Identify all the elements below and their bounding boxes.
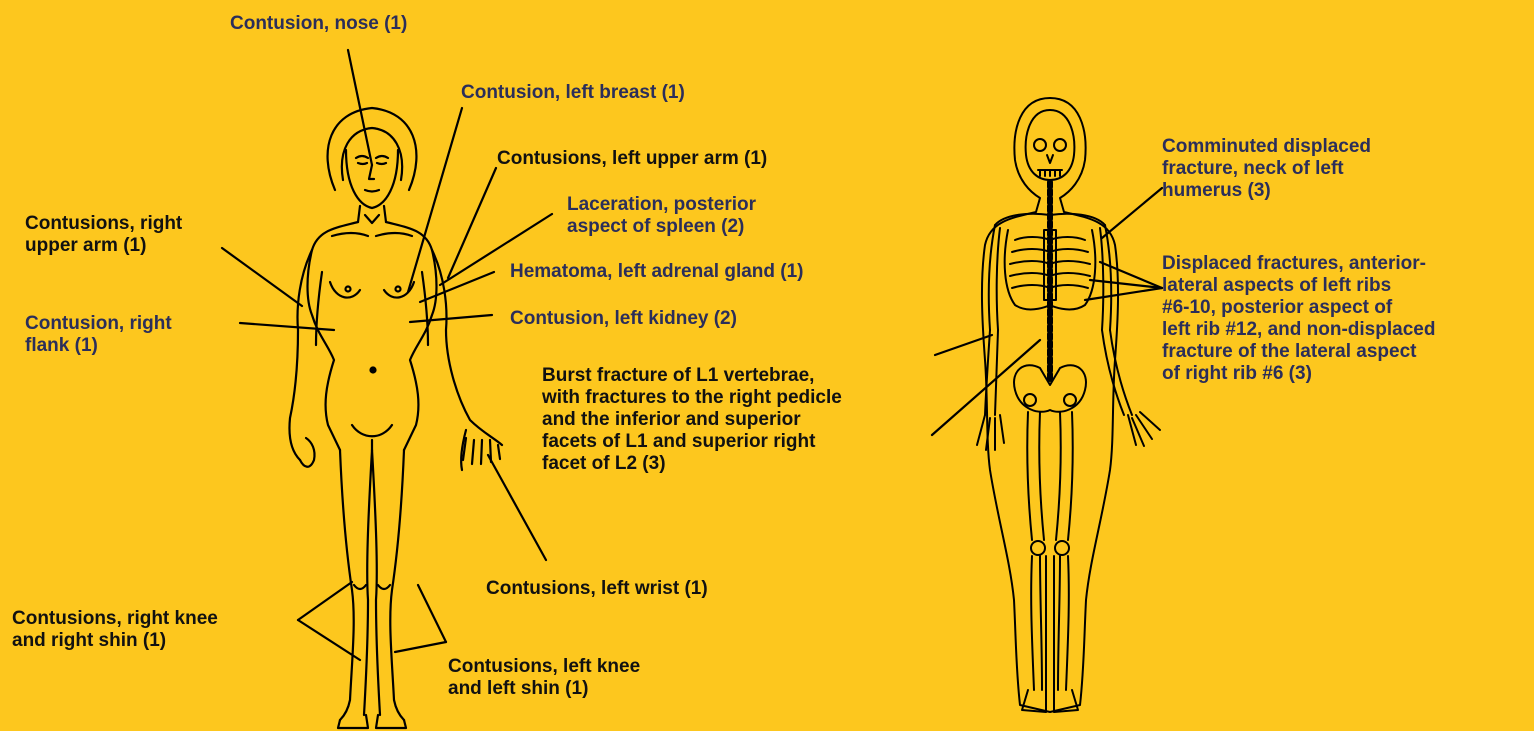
- label-contusions-left-upper-arm: Contusions, left upper arm (1): [497, 148, 767, 170]
- label-contusions-right-upper-arm: Contusions, right upper arm (1): [25, 213, 182, 257]
- skeleton-front-outline-icon: [977, 98, 1160, 712]
- label-contusion-left-breast: Contusion, left breast (1): [461, 82, 685, 104]
- label-burst-fracture-l1: Burst fracture of L1 vertebrae, with fra…: [542, 365, 842, 475]
- label-contusion-right-flank: Contusion, right flank (1): [25, 313, 172, 357]
- label-contusions-right-knee-shin: Contusions, right knee and right shin (1…: [12, 608, 218, 652]
- label-laceration-spleen: Laceration, posterior aspect of spleen (…: [567, 194, 756, 238]
- leader-lines: [222, 50, 1162, 660]
- label-contusions-left-wrist: Contusions, left wrist (1): [486, 578, 708, 600]
- label-hematoma-adrenal: Hematoma, left adrenal gland (1): [510, 261, 804, 283]
- label-contusion-nose: Contusion, nose (1): [230, 13, 407, 35]
- label-fracture-left-humerus: Comminuted displaced fracture, neck of l…: [1162, 136, 1371, 202]
- label-contusion-left-kidney: Contusion, left kidney (2): [510, 308, 737, 330]
- label-contusions-left-knee-shin: Contusions, left knee and left shin (1): [448, 656, 640, 700]
- label-rib-fractures: Displaced fractures, anterior- lateral a…: [1162, 253, 1435, 385]
